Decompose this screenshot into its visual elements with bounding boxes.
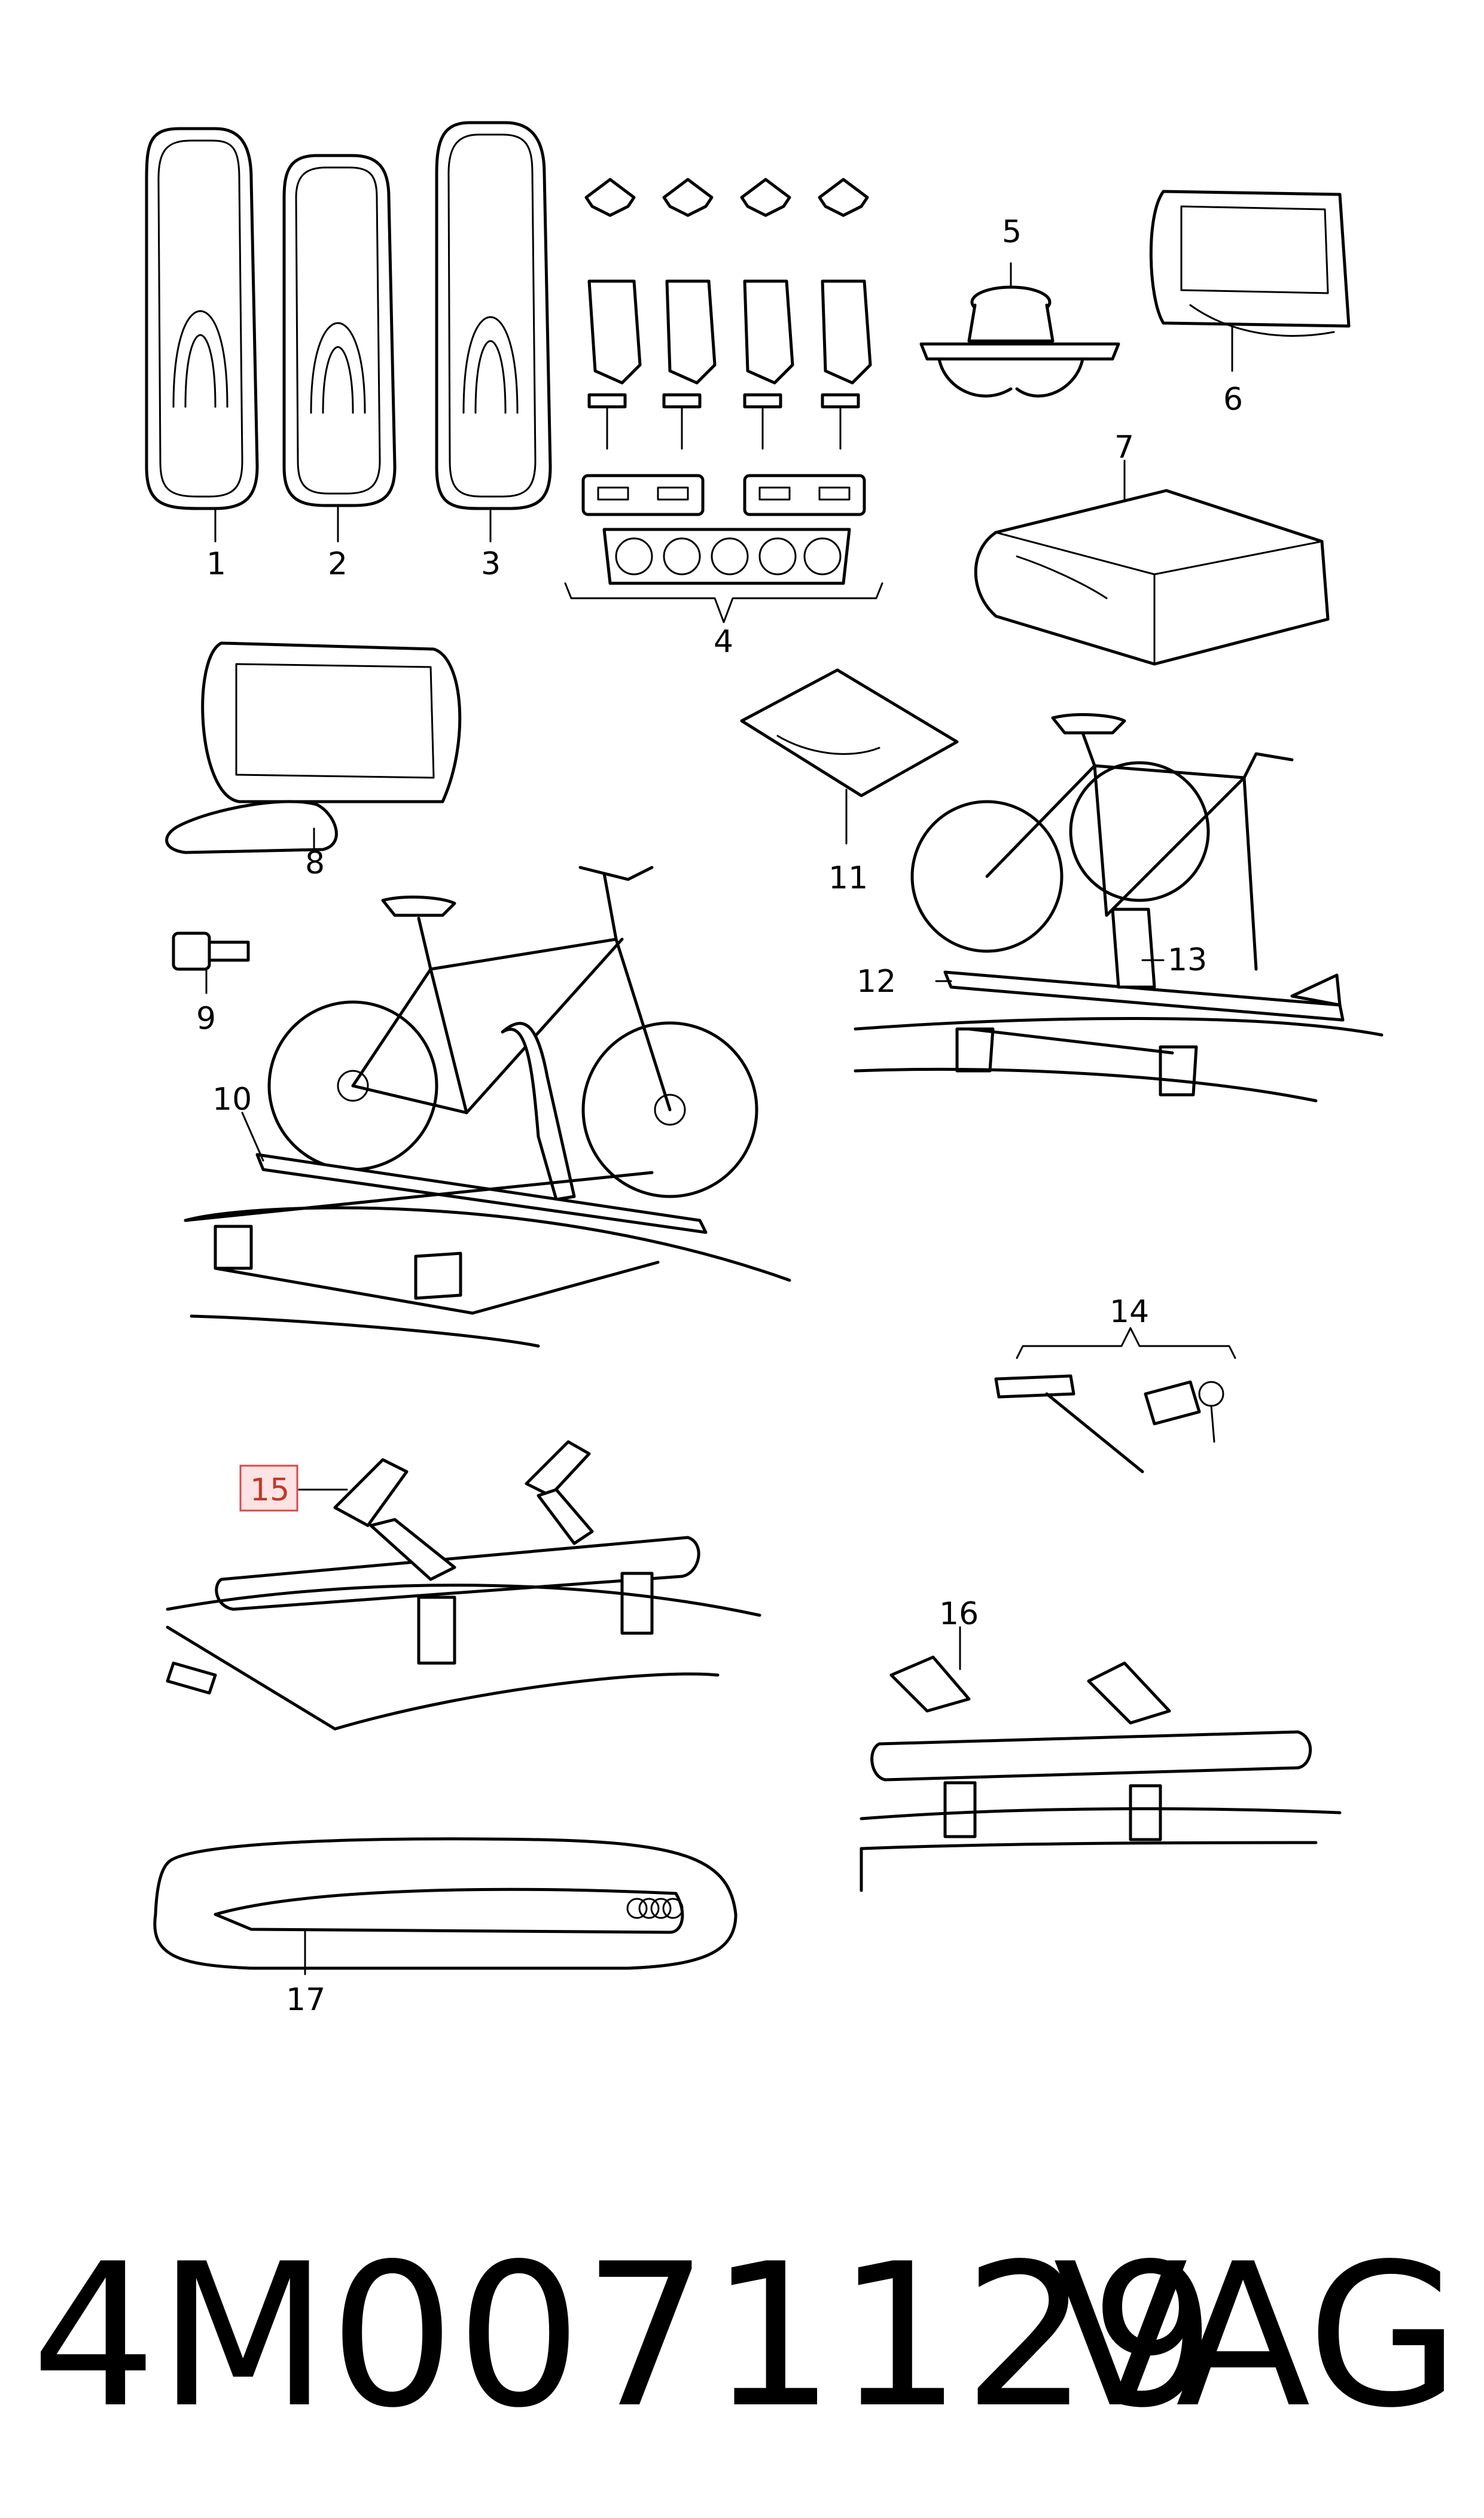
callout-1: 1 [206, 546, 226, 582]
callout-7: 7 [1114, 430, 1134, 465]
callout-11: 11 [828, 860, 868, 896]
callout-4: 4 [714, 624, 733, 660]
roof-box-3 [435, 121, 552, 510]
callout-2: 2 [328, 546, 348, 582]
callout-12: 12 [857, 964, 896, 1000]
callout-6: 6 [1223, 382, 1243, 418]
bike-carrier-10 [184, 866, 791, 1348]
callout-13: 13 [1168, 942, 1207, 978]
roof-box-2 [282, 154, 397, 507]
key-set-14 [994, 1327, 1236, 1473]
clamp-set [584, 178, 872, 450]
callout-10: 10 [212, 1082, 252, 1118]
callout-15-highlight [239, 1464, 298, 1512]
snowboard-carrier-15 [166, 1440, 761, 1731]
callout-15: 15 [250, 1472, 290, 1508]
callout-14: 14 [1110, 1294, 1149, 1330]
ski-bag-7 [974, 459, 1330, 666]
pouch-11 [740, 668, 959, 845]
accessories-exploded-diagram: 1 2 3 4 5 6 7 8 9 10 11 12 13 14 15 16 1… [145, 121, 1384, 2018]
bag-8 [165, 641, 462, 854]
callout-9: 9 [196, 1001, 216, 1037]
suction-holder-5 [919, 262, 1120, 398]
callout-16: 16 [939, 1596, 979, 1632]
storage-bag-6 [1149, 190, 1351, 372]
brand-label: VAG [1053, 2221, 1460, 2451]
bike-carrier-12-13 [854, 713, 1384, 1103]
roof-box-17 [153, 1837, 738, 1975]
callout-3: 3 [481, 546, 501, 582]
mounting-kit-4 [564, 178, 883, 623]
callout-8: 8 [305, 845, 325, 881]
part-number: 4M0071129 [31, 2221, 1217, 2451]
snowboard-carrier-16 [860, 1626, 1342, 1892]
callout-5: 5 [1002, 214, 1022, 250]
key-9 [172, 931, 250, 994]
callout-17: 17 [286, 1982, 325, 2018]
roof-box-1 [145, 127, 259, 510]
